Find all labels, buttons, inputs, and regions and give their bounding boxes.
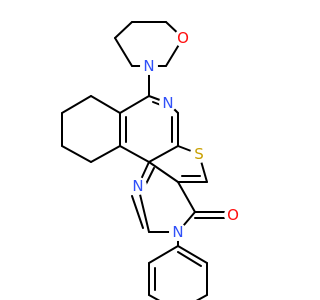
- atom-label: N: [132, 177, 143, 195]
- bond: [148, 161, 179, 183]
- atom-pyridine-nitrogen: N: [159, 94, 177, 112]
- bond: [90, 95, 121, 114]
- bond: [114, 21, 133, 39]
- atom-carbonyl-oxygen: O: [224, 206, 242, 224]
- bond: [90, 145, 121, 163]
- atom-morpholine-nitrogen: N: [140, 57, 158, 75]
- bond: [148, 294, 161, 300]
- atom-layer: O N N S N N O: [129, 29, 242, 241]
- atom-label: N: [143, 57, 154, 75]
- atom-label: O: [177, 29, 189, 47]
- atom-pyrimidine-nitrogen-1: N: [129, 177, 147, 195]
- bond: [148, 245, 179, 264]
- bond: [195, 294, 208, 300]
- atom-pyrimidine-nitrogen-3: N: [169, 223, 187, 241]
- bond: [119, 95, 150, 114]
- bond: [177, 245, 208, 264]
- bond: [148, 145, 179, 163]
- bond: [177, 251, 202, 267]
- bond: [61, 145, 92, 163]
- atom-label: N: [172, 223, 183, 241]
- molecule-drawing: O N N S N N O: [61, 21, 242, 300]
- atom-thiophene-sulfur: S: [190, 145, 208, 163]
- structure-diagram: O N N S N N O: [61, 21, 242, 300]
- atom-morpholine-oxygen: O: [174, 29, 192, 47]
- bond: [119, 145, 150, 163]
- bond: [61, 95, 92, 114]
- atom-label: O: [227, 206, 239, 224]
- bond: [114, 37, 133, 67]
- atom-label: S: [194, 145, 204, 163]
- bond: [131, 195, 144, 229]
- atom-label: N: [162, 94, 173, 112]
- bond: [177, 181, 196, 213]
